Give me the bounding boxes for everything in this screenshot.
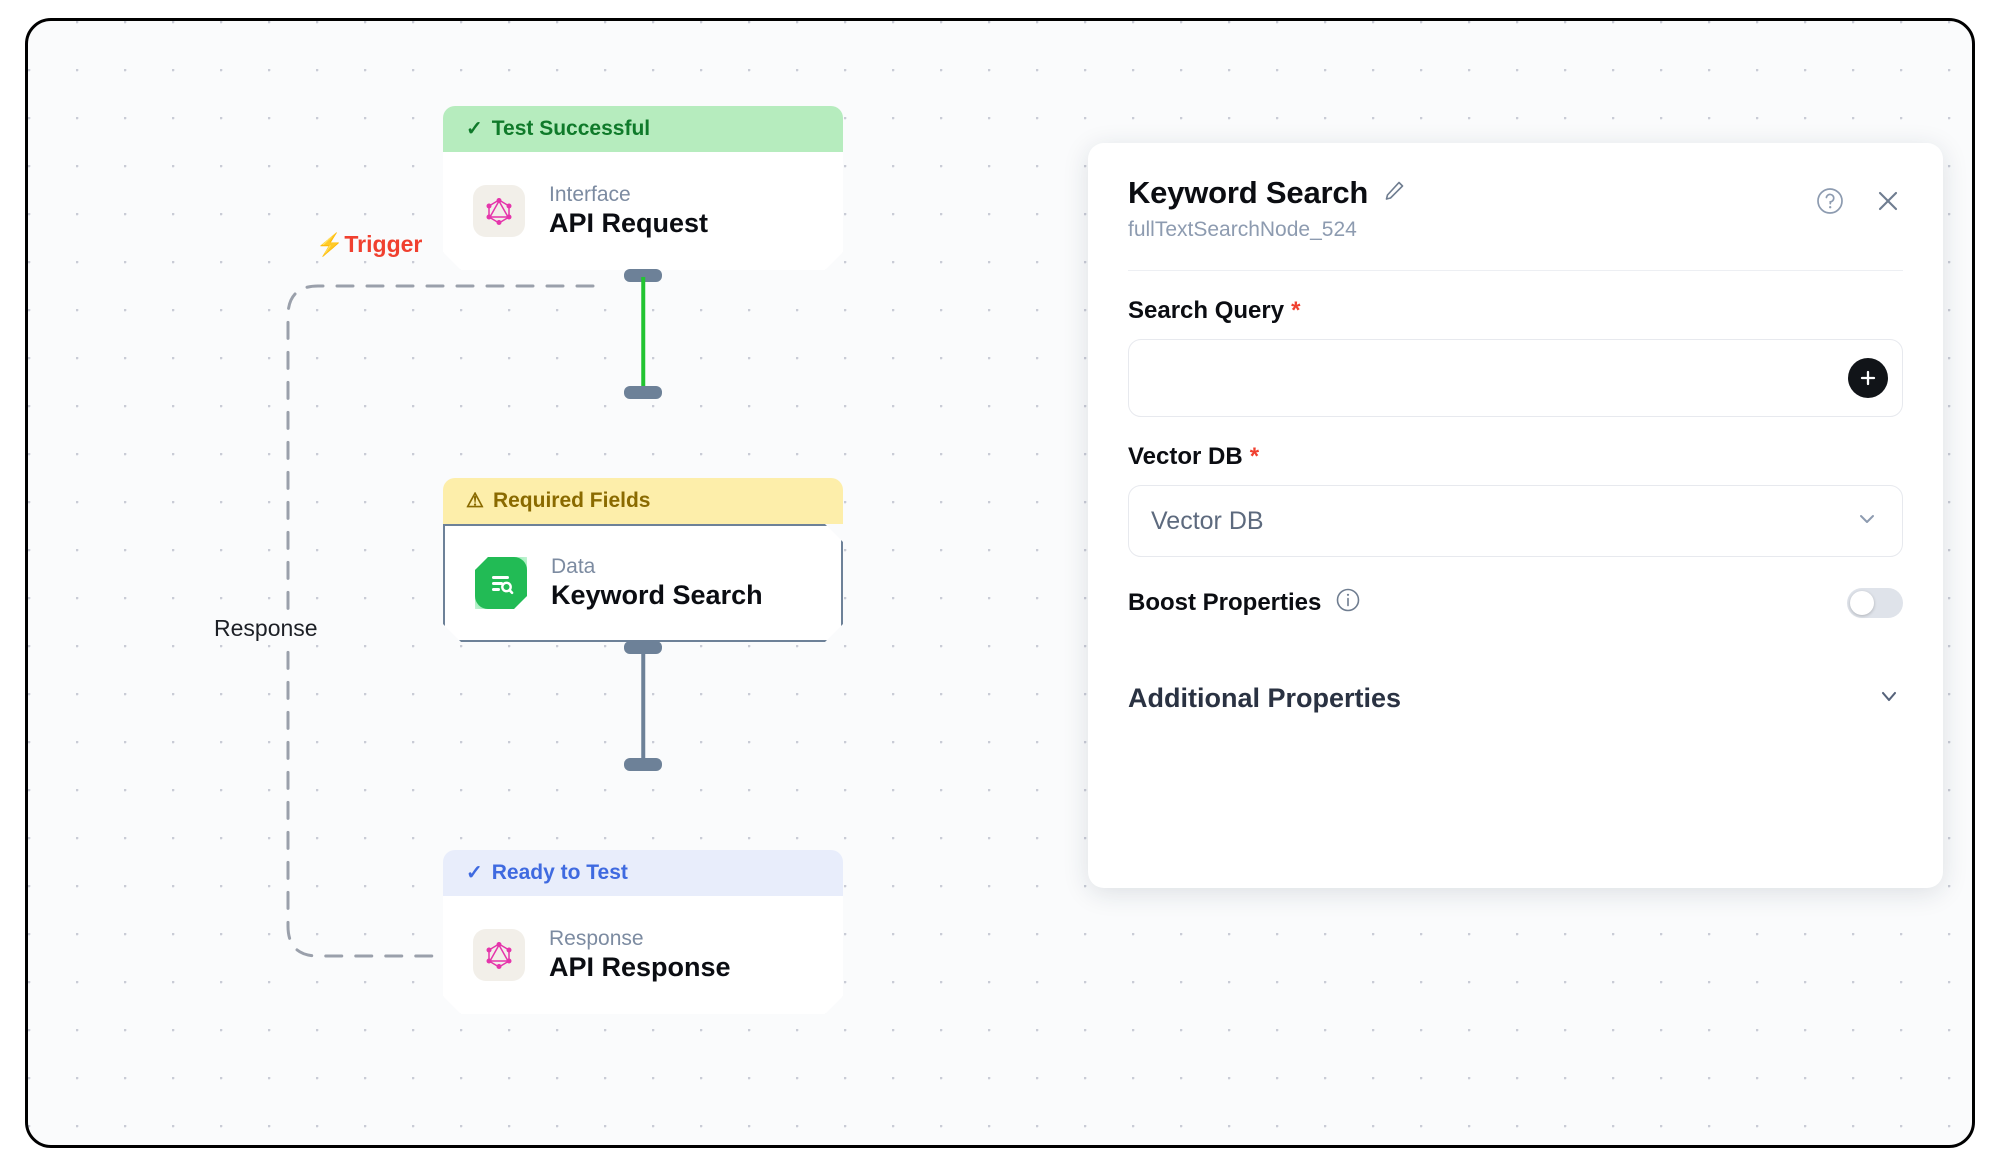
vector-db-select[interactable]: Vector DB xyxy=(1128,485,1903,557)
search-query-input[interactable] xyxy=(1128,339,1903,417)
field-boost-properties: Boost Properties xyxy=(1128,587,1903,618)
node-kind: Data xyxy=(551,554,596,578)
accordion-title: Additional Properties xyxy=(1128,683,1402,713)
field-label-text: Search Query xyxy=(1128,297,1285,324)
node-status-label: Required Fields xyxy=(492,489,651,512)
connector-search-to-response[interactable] xyxy=(443,641,843,771)
node-status-api-response: ✓ Ready to Test xyxy=(443,850,843,896)
plus-icon[interactable] xyxy=(1848,358,1888,398)
node-title: API Response xyxy=(549,952,731,983)
field-label-text: Vector DB xyxy=(1128,443,1243,470)
check-icon: ✓ xyxy=(466,118,483,140)
workflow-canvas[interactable]: ⚡ Trigger Response ✓ Test Successful xyxy=(25,18,1975,1148)
connector-handle-source[interactable] xyxy=(624,269,662,282)
node-status-api-request: ✓ Test Successful xyxy=(443,106,843,152)
node-card-api-response[interactable]: Response API Response xyxy=(443,896,843,1014)
connector-handle-target[interactable] xyxy=(624,386,662,399)
boost-properties-toggle[interactable] xyxy=(1847,587,1903,618)
panel-divider xyxy=(1128,270,1903,271)
check-icon: ✓ xyxy=(466,862,483,884)
additional-properties-accordion[interactable]: Additional Properties xyxy=(1128,682,1903,715)
node-properties-panel[interactable]: Keyword Search fullTextSearchNode_524 xyxy=(1088,143,1943,888)
edge-label-response: Response xyxy=(208,614,324,643)
node-api-response[interactable]: ✓ Ready to Test Response xyxy=(443,850,843,1014)
vector-db-selected-value: Vector DB xyxy=(1151,506,1264,535)
node-card-api-request[interactable]: Interface API Request xyxy=(443,152,843,270)
document-search-icon xyxy=(475,557,527,609)
required-marker: * xyxy=(1291,297,1301,324)
connector-handle-target[interactable] xyxy=(624,758,662,771)
connector-request-to-search[interactable] xyxy=(443,269,843,399)
graphql-icon xyxy=(473,185,525,237)
node-keyword-search[interactable]: ⚠ Required Fields Data Keyword Search xyxy=(443,478,843,642)
node-kind: Response xyxy=(549,926,644,950)
field-vector-db: Vector DB * Vector DB xyxy=(1128,443,1903,557)
node-status-label: Ready to Test xyxy=(491,861,628,884)
connector-line xyxy=(641,277,645,391)
node-text-keyword-search: Data Keyword Search xyxy=(551,555,763,611)
node-api-request[interactable]: ✓ Test Successful Interface xyxy=(443,106,843,270)
panel-subtitle: fullTextSearchNode_524 xyxy=(1128,218,1357,241)
field-label-vector-db: Vector DB * xyxy=(1128,443,1903,471)
required-marker: * xyxy=(1249,443,1260,470)
graphql-icon xyxy=(473,929,525,981)
pencil-icon[interactable] xyxy=(1382,179,1406,208)
chevron-down-icon xyxy=(1854,506,1880,537)
node-title: Keyword Search xyxy=(551,580,763,611)
connector-line xyxy=(641,649,645,763)
toggle-knob xyxy=(1850,590,1874,615)
chevron-down-icon xyxy=(1875,682,1903,715)
node-status-label: Test Successful xyxy=(491,117,651,140)
node-text-api-response: Response API Response xyxy=(549,927,731,983)
field-search-query: Search Query * xyxy=(1128,297,1903,417)
info-circle-icon[interactable] xyxy=(1335,587,1361,618)
close-icon[interactable] xyxy=(1873,186,1903,216)
panel-header: Keyword Search fullTextSearchNode_524 xyxy=(1128,175,1903,242)
connector-handle-source[interactable] xyxy=(624,641,662,654)
field-label-boost-properties: Boost Properties xyxy=(1128,588,1322,616)
node-card-keyword-search[interactable]: Data Keyword Search xyxy=(443,524,843,642)
warning-triangle-icon: ⚠ xyxy=(466,490,484,512)
node-title: API Request xyxy=(549,208,709,239)
page-title: Keyword Search xyxy=(1128,175,1369,210)
node-kind: Interface xyxy=(549,182,631,206)
edge-label-trigger: ⚡ Trigger xyxy=(316,231,422,258)
edge-label-trigger-text: Trigger xyxy=(344,231,423,257)
field-label-search-query: Search Query * xyxy=(1128,297,1903,325)
node-text-api-request: Interface API Request xyxy=(549,183,708,239)
question-circle-icon[interactable] xyxy=(1815,186,1845,216)
node-status-keyword-search: ⚠ Required Fields xyxy=(443,478,843,524)
lightning-bolt-icon: ⚡ xyxy=(316,231,344,257)
